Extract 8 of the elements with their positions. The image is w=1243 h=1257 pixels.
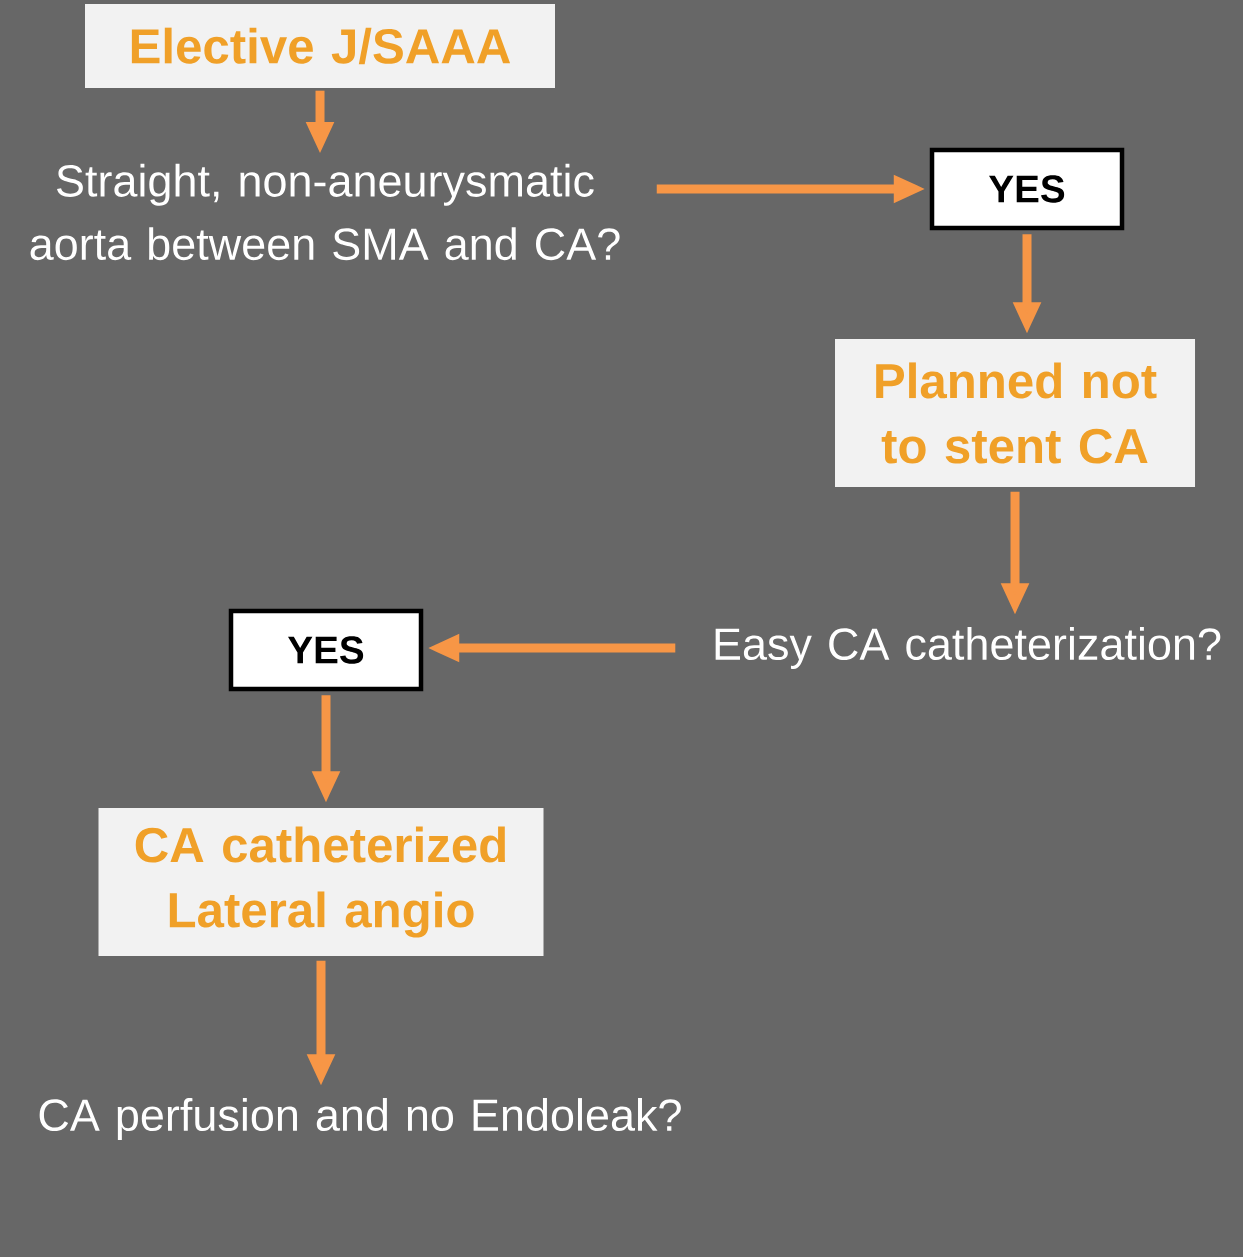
step-box: Elective J/SAAA — [85, 4, 555, 88]
question-text: CA perfusion and no Endoleak? — [39, 1098, 681, 1140]
question-text: Straight, non-aneurysmatic aorta between SMA and CA? — [30, 163, 620, 261]
answer-box: YES — [929, 147, 1125, 231]
step-box: Planned not to stent CA — [835, 339, 1195, 487]
answer-box: YES — [228, 608, 424, 692]
question-text: Easy CA catheterization? — [715, 627, 1221, 669]
step-box: CA catheterized Lateral angio — [98, 808, 544, 956]
